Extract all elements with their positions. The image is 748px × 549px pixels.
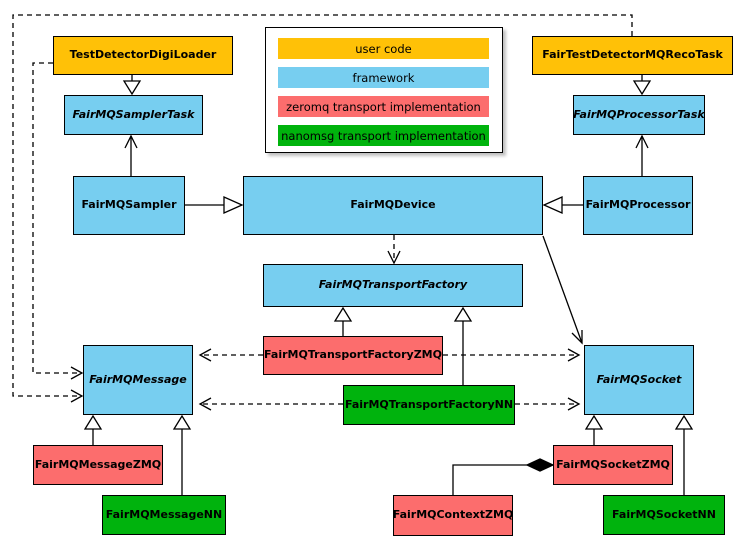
edge-processor-device-inheritance [542,195,583,215]
edge-device-socket-arrow [542,235,583,345]
class-box-fairmqprocessortask[interactable]: FairMQProcessorTask [573,95,705,135]
edge-socketzmq-socket-inheritance [584,414,604,445]
class-box-fairtestdetectormqrecotask[interactable]: FairTestDetectorMQRecoTask [532,36,733,75]
edge-messagezmq-message-inheritance [83,414,103,445]
edge-sampler-device-inheritance [185,195,244,215]
class-box-fairmqsocketzmq[interactable]: FairMQSocketZMQ [553,445,673,485]
class-box-fairmqsampler[interactable]: FairMQSampler [73,176,185,235]
edge-tfnn-message-dependency [198,397,343,411]
class-box-fairmqsamplertask[interactable]: FairMQSamplerTask [64,95,203,135]
class-box-fairmqtransportfactory[interactable]: FairMQTransportFactory [263,264,523,307]
class-box-fairmqtransportfactorynn[interactable]: FairMQTransportFactoryNN [343,385,515,425]
class-box-fairmqtransportfactoryzmq[interactable]: FairMQTransportFactoryZMQ [263,336,443,375]
legend-item-nanomsg: nanomsg transport implementation [278,125,489,146]
legend-item-user-code: user code [278,38,489,59]
edge-socketnn-socket-inheritance [674,414,694,495]
class-box-testdetectordigiloader[interactable]: TestDetectorDigiLoader [53,36,233,75]
edge-tfnn-transportfactory-inheritance [453,306,473,385]
edge-sampler-samplertask-arrow [124,134,138,176]
class-box-fairmqprocessor[interactable]: FairMQProcessor [583,176,693,235]
class-box-fairmqcontextzmq[interactable]: FairMQContextZMQ [393,495,513,536]
legend: user code framework zeromq transport imp… [265,27,503,153]
edge-messagenn-message-inheritance [172,414,192,495]
legend-item-zeromq: zeromq transport implementation [278,96,489,117]
class-box-fairmqdevice[interactable]: FairMQDevice [243,176,543,235]
class-box-fairmqmessage[interactable]: FairMQMessage [83,345,193,415]
edge-tfzmq-transportfactory-inheritance [333,306,353,336]
legend-item-framework: framework [278,67,489,88]
edge-tfzmq-socket-dependency [443,348,581,362]
edge-device-transportfactory-dependency [387,235,401,265]
edge-recotask-processortask-inheritance [632,75,652,96]
class-box-fairmqmessagezmq[interactable]: FairMQMessageZMQ [33,445,163,485]
edge-tfzmq-message-dependency [198,348,263,362]
class-box-fairmqsocket[interactable]: FairMQSocket [584,345,694,415]
edge-tfnn-socket-dependency [515,397,581,411]
edge-contextzmq-socketzmq-composition [452,458,555,495]
class-box-fairmqsocketnn[interactable]: FairMQSocketNN [603,495,725,535]
edge-digiloader-samplertask-inheritance [122,75,142,96]
edge-processor-processortask-arrow [635,134,649,176]
class-box-fairmqmessagenn[interactable]: FairMQMessageNN [102,495,226,535]
